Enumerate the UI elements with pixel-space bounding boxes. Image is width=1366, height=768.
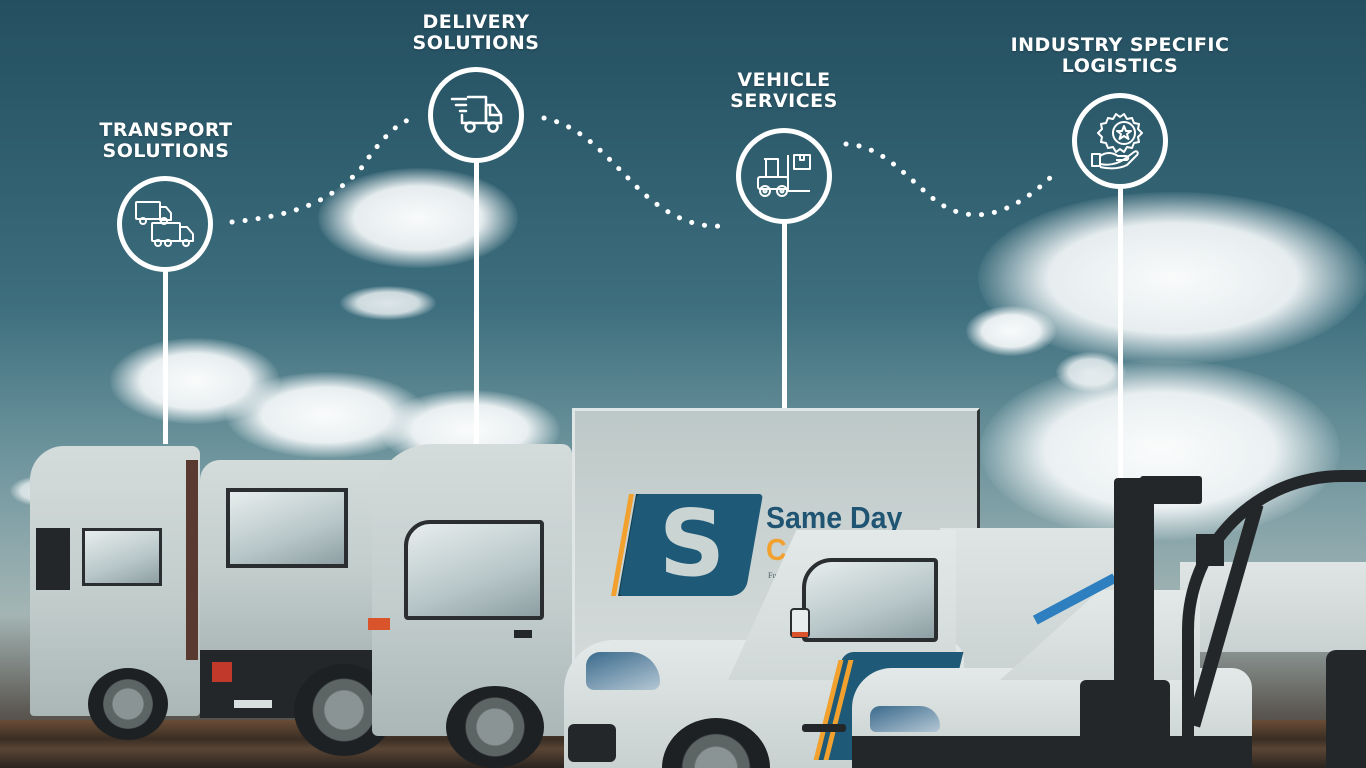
label-line: SOLUTIONS: [102, 140, 230, 162]
pin-transport-solutions: [117, 176, 213, 272]
label-line: SOLUTIONS: [412, 32, 540, 54]
two-trucks-icon: [135, 201, 194, 247]
stop-label-transport-solutions: TRANSPORT SOLUTIONS: [66, 120, 266, 162]
label-line: SERVICES: [730, 90, 838, 112]
label-line: VEHICLE: [737, 69, 831, 91]
pin-line: [474, 162, 479, 450]
cloud: [318, 168, 518, 268]
label-line: TRANSPORT: [99, 119, 233, 141]
pin-vehicle-services: [736, 128, 832, 224]
pin-line: [1118, 186, 1123, 480]
stop-label-vehicle-services: VEHICLE SERVICES: [684, 70, 884, 112]
cloud: [340, 286, 436, 320]
cloud: [966, 306, 1056, 356]
brand-name: Same Day: [766, 500, 903, 535]
forklift-icon: [757, 154, 811, 197]
fast-delivery-truck-icon: [450, 95, 503, 133]
label-line: DELIVERY: [422, 11, 530, 33]
stop-label-industry-specific-logistics: INDUSTRY SPECIFIC LOGISTICS: [980, 35, 1260, 77]
pin-line: [782, 220, 787, 408]
stop-label-delivery-solutions: DELIVERY SOLUTIONS: [376, 12, 576, 54]
brand-logo-s-icon: S: [658, 490, 726, 597]
gear-star-hand-icon: [1091, 113, 1143, 170]
label-line: INDUSTRY SPECIFIC: [1010, 34, 1230, 56]
pin-delivery-solutions: [428, 67, 524, 163]
pin-line: [163, 268, 168, 444]
pin-industry-specific-logistics: [1072, 93, 1168, 189]
label-line: LOGISTICS: [1061, 55, 1179, 77]
